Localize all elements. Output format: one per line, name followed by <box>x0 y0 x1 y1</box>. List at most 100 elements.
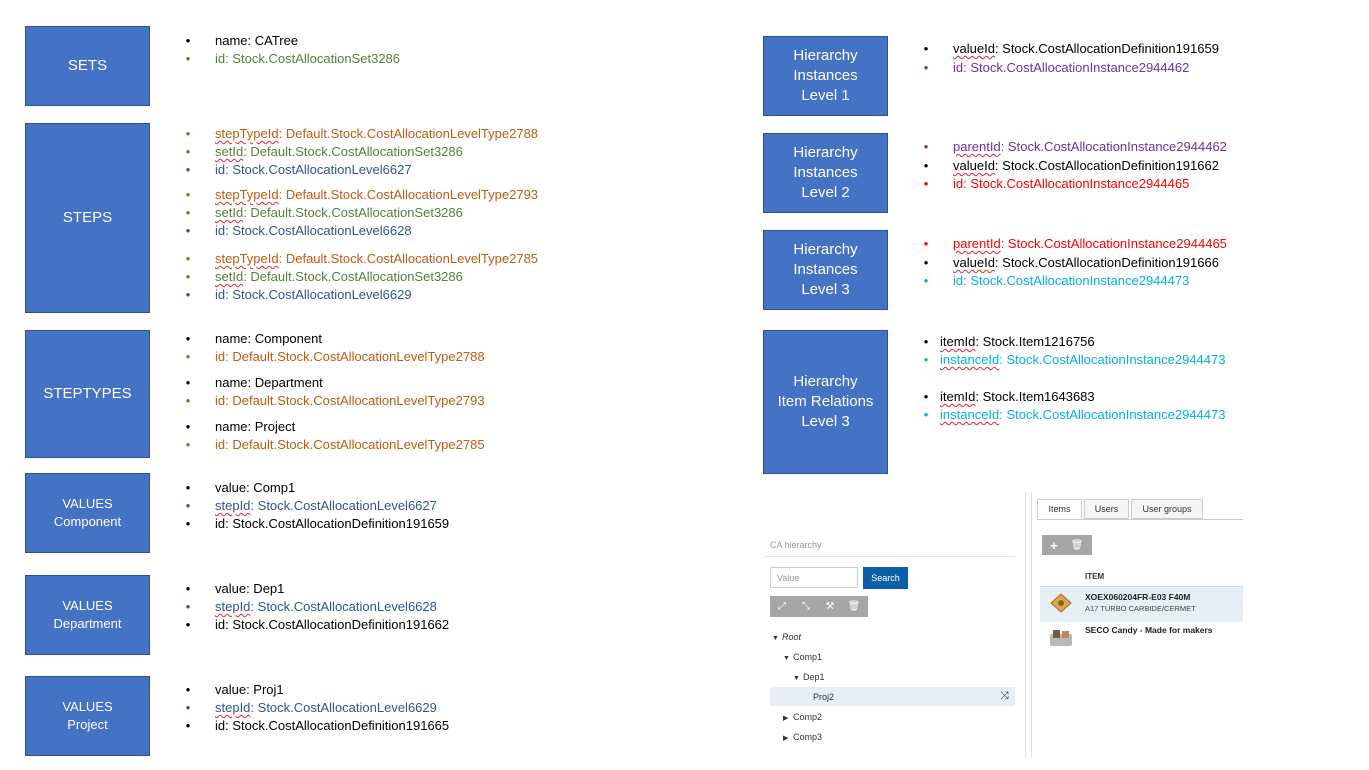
selected-tree-row[interactable] <box>770 687 1015 706</box>
bullet-icon: • <box>185 162 191 177</box>
bullet-text: stepId: Stock.CostAllocationLevel6628 <box>215 598 437 616</box>
bullet-text: value: Comp1 <box>215 479 295 497</box>
field-value: : Stock.CostAllocationLevel6628 <box>250 599 437 614</box>
hierarchy-relations-box-label: Hierarchy Item Relations Level 3 <box>777 373 874 430</box>
expand-icon[interactable]: ⤢ <box>778 601 786 612</box>
field-value: : Stock.CostAllocationLevel6629 <box>225 287 412 302</box>
candy-thumbnail <box>1050 630 1072 646</box>
bullet-text: setId: Default.Stock.CostAllocationSet32… <box>215 204 463 222</box>
bullet-text: id: Stock.CostAllocationSet3286 <box>215 50 400 68</box>
values-project-box-label: VALUES Project <box>62 699 113 732</box>
bullet-text: instanceId: Stock.CostAllocationInstance… <box>940 406 1225 424</box>
tree-node-comp1[interactable]: ▼Comp1 <box>783 652 822 662</box>
bullet-icon: • <box>923 236 929 251</box>
field-key: name <box>215 331 248 346</box>
bullet-icon: • <box>923 352 929 367</box>
collapse-icon[interactable]: ⤡ <box>802 601 810 612</box>
bullet-icon: • <box>185 375 191 390</box>
bullet-text: id: Stock.CostAllocationDefinition191665 <box>215 717 449 735</box>
bullet-text: name: Department <box>215 374 323 392</box>
search-button[interactable]: Search <box>863 567 908 589</box>
trash-icon[interactable]: 🗑 <box>1070 540 1084 551</box>
tree-node-proj2[interactable]: Proj2 <box>813 692 834 702</box>
bullet-text: id: Stock.CostAllocationInstance2944462 <box>953 59 1189 77</box>
tree-node-label: Root <box>782 632 802 642</box>
field-value: : Stock.CostAllocationInstance2944462 <box>1000 139 1227 154</box>
field-key: instanceId <box>940 407 1000 422</box>
field-value: : Default.Stock.CostAllocationLevelType2… <box>278 187 539 202</box>
field-value: : Stock.CostAllocationDefinition191662 <box>994 158 1219 173</box>
wrench-icon[interactable]: ⚒ <box>825 601 835 612</box>
bullet-icon: • <box>185 251 191 266</box>
bullet-text: id: Stock.CostAllocationLevel6628 <box>215 222 412 240</box>
bullet-text: valueId: Stock.CostAllocationDefinition1… <box>953 40 1219 58</box>
values-component-box-label: VALUES Component <box>53 496 122 529</box>
field-key: itemId <box>940 389 976 404</box>
shuffle-icon[interactable]: ⤨ <box>1000 690 1009 702</box>
caret-down-icon: ▼ <box>783 655 790 662</box>
field-key: stepTypeId <box>215 187 279 202</box>
tab-items[interactable]: Items <box>1037 499 1082 519</box>
field-value: : Stock.CostAllocationDefinition191662 <box>225 617 450 632</box>
field-value: : Default.Stock.CostAllocationLevelType2… <box>225 437 485 452</box>
bullet-icon: • <box>185 331 191 346</box>
values-component-box: VALUES Component <box>25 473 150 553</box>
field-key: name <box>215 375 248 390</box>
bullet-text: id: Default.Stock.CostAllocationLevelTyp… <box>215 436 485 454</box>
bullet-text: stepId: Stock.CostAllocationLevel6629 <box>215 699 437 717</box>
trash-icon[interactable]: 🗑 <box>847 601 861 612</box>
insert-thumbnail <box>1050 593 1072 613</box>
bullet-icon: • <box>923 139 929 154</box>
bullet-text: value: Dep1 <box>215 580 284 598</box>
value-search-input[interactable]: Value <box>770 567 858 588</box>
bullet-icon: • <box>185 349 191 364</box>
field-value: : Default.Stock.CostAllocationSet3286 <box>243 205 463 220</box>
field-key: valueId <box>953 41 995 56</box>
bullet-icon: • <box>923 60 929 75</box>
bullet-icon: • <box>923 176 929 191</box>
bullet-icon: • <box>185 617 191 632</box>
bullet-icon: • <box>185 269 191 284</box>
field-value: : Stock.CostAllocationLevel6627 <box>225 162 412 177</box>
tree-node-comp3[interactable]: ▶Comp3 <box>783 732 822 742</box>
bullet-icon: • <box>185 287 191 302</box>
bullet-text: parentId: Stock.CostAllocationInstance29… <box>953 138 1227 156</box>
field-key: parentId <box>953 139 1001 154</box>
tree-node-comp2[interactable]: ▶Comp2 <box>783 712 822 722</box>
field-value: : Stock.CostAllocationDefinition191665 <box>225 718 450 733</box>
bullet-text: setId: Default.Stock.CostAllocationSet32… <box>215 268 463 286</box>
add-icon[interactable]: + <box>1050 538 1058 553</box>
field-key: valueId <box>953 255 995 270</box>
bullet-text: valueId: Stock.CostAllocationDefinition1… <box>953 254 1219 272</box>
bullet-icon: • <box>923 158 929 173</box>
bullet-icon: • <box>185 419 191 434</box>
field-key: setId <box>215 269 244 284</box>
field-key: instanceId <box>940 352 1000 367</box>
bullet-text: itemId: Stock.Item1216756 <box>940 333 1095 351</box>
bullet-icon: • <box>185 516 191 531</box>
field-key: value <box>215 682 247 697</box>
field-value: : Default.Stock.CostAllocationSet3286 <box>243 144 463 159</box>
steptypes-box: STEPTYPES <box>25 330 150 458</box>
items-toolbar: + 🗑 <box>1042 535 1092 555</box>
field-value: : Stock.CostAllocationInstance2944465 <box>963 176 1190 191</box>
tree-node-root[interactable]: ▼Root <box>772 632 801 642</box>
bullet-text: stepTypeId: Default.Stock.CostAllocation… <box>215 125 538 143</box>
field-key: name <box>215 33 248 48</box>
field-key: id <box>215 223 226 238</box>
bullet-icon: • <box>185 205 191 220</box>
field-value: : Default.Stock.CostAllocationLevelType2… <box>278 251 539 266</box>
tab-users[interactable]: Users <box>1084 499 1129 519</box>
table-row[interactable] <box>1040 586 1243 622</box>
bullet-icon: • <box>185 581 191 596</box>
bullet-icon: • <box>923 334 929 349</box>
tab-user-groups[interactable]: User groups <box>1131 499 1203 519</box>
sets-box: SETS <box>25 26 150 106</box>
title-separator <box>763 556 1015 557</box>
bullet-text: instanceId: Stock.CostAllocationInstance… <box>940 351 1225 369</box>
tree-node-dep1[interactable]: ▼Dep1 <box>793 672 825 682</box>
field-key: id <box>215 718 226 733</box>
bullet-text: id: Stock.CostAllocationDefinition191659 <box>215 515 449 533</box>
values-project-box: VALUES Project <box>25 676 150 756</box>
field-value: : CATree <box>247 33 299 48</box>
